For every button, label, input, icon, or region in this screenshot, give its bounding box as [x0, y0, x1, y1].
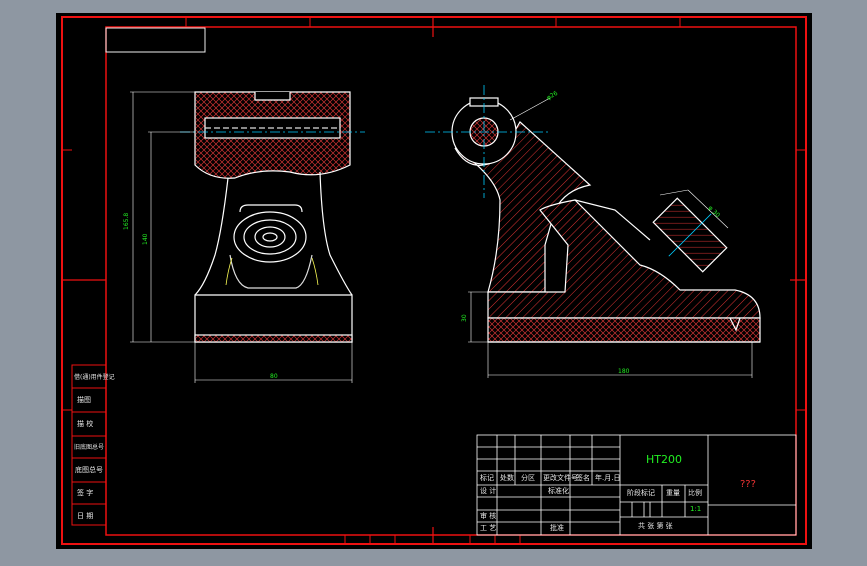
- inner-border: [105, 26, 797, 536]
- tb-stage-mark-label: 阶段标记: [627, 489, 655, 497]
- tb-standardization-label: 标准化: [548, 487, 569, 495]
- side-centerlines: [425, 85, 548, 198]
- tb-mark-label: 标记: [480, 474, 494, 482]
- tb-date-label: 年.月.日: [595, 474, 621, 482]
- scale-value: 1:1: [690, 505, 702, 513]
- drawing-canvas: [56, 13, 812, 549]
- front-view: [194, 91, 353, 343]
- dim-front-height-inner: 140: [142, 233, 149, 245]
- tb-signature-label: 签名: [576, 474, 590, 482]
- tb-change-doc-label: 更改文件号: [543, 474, 578, 482]
- dim-side-width: 180: [618, 368, 630, 375]
- dim-front-height-total: 165.8: [123, 213, 130, 230]
- tb-ratio-label: 比例: [688, 489, 702, 497]
- zone-ticks: [62, 17, 806, 544]
- part-name-label: ???: [740, 479, 756, 490]
- side-dimension-lines: [468, 97, 753, 378]
- tb-audit-label: 审 核: [480, 512, 497, 520]
- tb-designer-label: 设 计: [480, 487, 497, 495]
- tb-process-label: 工 艺: [480, 524, 497, 532]
- tb-weight-label: 重量: [666, 489, 680, 497]
- code-box: [105, 27, 206, 53]
- centering-marks: [62, 17, 806, 544]
- binding-label-6: 签 字: [77, 489, 94, 497]
- dim-front-width: 80: [270, 373, 278, 380]
- side-view: [451, 97, 761, 343]
- binding-label-4: 旧底图总号: [74, 444, 105, 451]
- binding-column-grid: [71, 364, 107, 526]
- binding-label-2: 描图: [77, 396, 91, 404]
- front-dimension-lines: [130, 91, 353, 383]
- dim-side-height: 30: [461, 314, 468, 322]
- tb-approve-label: 批准: [550, 524, 564, 532]
- dim-hole-diameter: φ26: [546, 90, 560, 102]
- material-label: HT200: [646, 453, 682, 466]
- binding-label-1: 借(通)用件登记: [74, 374, 115, 381]
- binding-label-5: 底图总号: [75, 466, 103, 474]
- tb-zone-label: 分区: [521, 474, 535, 482]
- binding-label-7: 日 期: [77, 512, 94, 520]
- tb-sheets-label: 共 张 第 张: [638, 522, 673, 530]
- binding-label-3: 描 校: [77, 420, 94, 428]
- tb-count-label: 处数: [500, 474, 514, 482]
- title-block-grid: [476, 434, 797, 536]
